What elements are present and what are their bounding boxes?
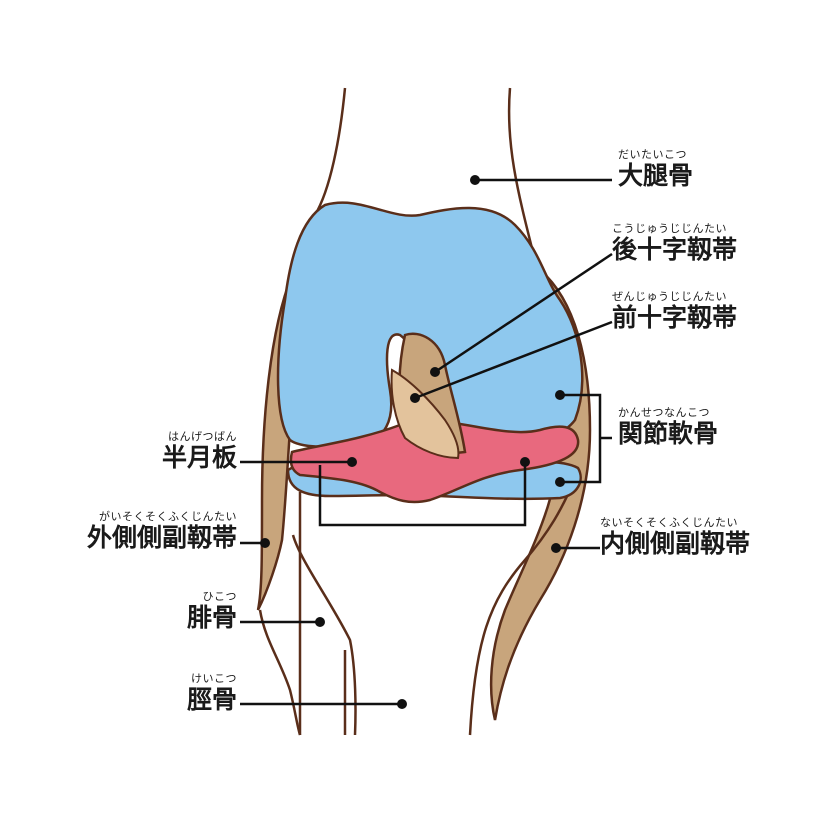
- tibia-label: けいこつ 脛骨: [187, 672, 237, 715]
- lcl-ruby: がいそくそくふくじんたい: [99, 510, 237, 523]
- mcl-text: 内側側副靱帯: [600, 529, 751, 558]
- meniscus-label: はんげつばん 半月板: [162, 430, 237, 473]
- meniscus-bracket: [318, 462, 527, 527]
- leader-dots: [260, 175, 565, 709]
- meniscus-ruby: はんげつばん: [168, 430, 237, 443]
- lcl-label: がいそくそくふくじんたい 外側側副靱帯: [87, 510, 237, 553]
- tibia-ruby: けいこつ: [191, 672, 237, 685]
- meniscus-text: 半月板: [161, 443, 237, 472]
- femur-label: だいたいこつ 大腿骨: [618, 148, 693, 191]
- acl-shape: [390, 368, 460, 460]
- fibula-label: ひこつ 腓骨: [187, 590, 237, 633]
- femur-ruby: だいたいこつ: [618, 148, 687, 161]
- fibula-outline: [258, 534, 357, 736]
- acl-leader: [414, 320, 613, 400]
- acl-ruby: ぜんじゅうじじんたい: [612, 290, 727, 303]
- pcl-leader: [434, 252, 613, 374]
- fibula-text: 腓骨: [186, 603, 237, 632]
- tibia-outline: [298, 489, 572, 736]
- mcl-label: ないそくそくふくじんたい 内側側副靱帯: [600, 516, 750, 559]
- lcl-text: 外側側副靱帯: [86, 523, 237, 552]
- acl-text: 前十字靱帯: [612, 303, 738, 332]
- fibula-ruby: ひこつ: [202, 590, 237, 603]
- pcl-text: 後十字靱帯: [612, 235, 738, 264]
- pcl-label: こうじゅうじじんたい 後十字靱帯: [612, 222, 737, 265]
- acl-label: ぜんじゅうじじんたい 前十字靱帯: [612, 290, 737, 333]
- mcl-ruby: ないそくそくふくじんたい: [600, 516, 738, 529]
- tibia-text: 脛骨: [186, 685, 237, 714]
- cartilage-label: かんせつなんこつ 関節軟骨: [618, 406, 718, 449]
- cartilage-text: 関節軟骨: [618, 419, 719, 448]
- cartilage-ruby: かんせつなんこつ: [618, 406, 710, 419]
- femur-text: 大腿骨: [618, 161, 694, 190]
- pcl-ruby: こうじゅうじじんたい: [612, 222, 727, 235]
